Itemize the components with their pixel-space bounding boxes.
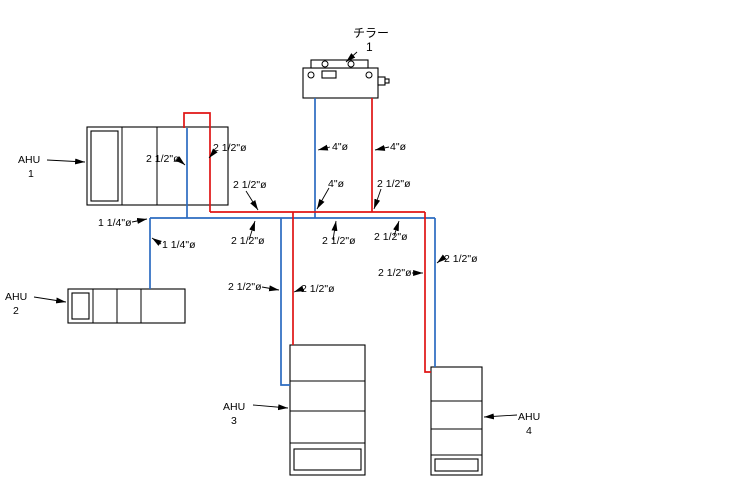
pipe-size-label: 2 1/2"ø xyxy=(444,253,478,265)
chiller-number: 1 xyxy=(366,40,373,54)
pipe-size-label: 2 1/2"ø xyxy=(378,267,412,279)
pipe-label-leader-12 xyxy=(436,254,447,264)
pipe-label-leader-8 xyxy=(151,237,162,246)
ahu-4-body xyxy=(430,366,483,476)
pipe-size-label: 2 1/2"ø xyxy=(322,235,356,247)
chiller-port-left xyxy=(307,71,315,79)
pipe-size-labels: 2 1/2"ø 2 1/2"ø 2 1/2"ø 4"ø 4"ø 4"ø 2 1/… xyxy=(98,141,478,295)
ahu-1-number: 1 xyxy=(28,168,34,180)
ahu-2-label: AHU xyxy=(5,291,27,303)
chiller-label: チラー xyxy=(353,26,389,40)
supply-pipe-ahu4 xyxy=(424,212,431,373)
equipment-labels: チラー 1 AHU 1 AHU 2 AHU 3 AHU 4 xyxy=(5,26,540,437)
chiller-body xyxy=(302,67,379,99)
leader-lines xyxy=(33,51,518,420)
ahu-2-leader xyxy=(33,296,67,304)
pipe-size-label: 4"ø xyxy=(328,178,345,190)
pipe-size-label: 2 1/2"ø xyxy=(146,153,180,165)
pipe-size-label: 2 1/2"ø xyxy=(301,283,335,295)
supply-piping xyxy=(183,98,431,373)
chiller-top-housing xyxy=(310,59,369,69)
pipe-label-leader-7 xyxy=(131,218,148,224)
ahu-4-leader xyxy=(483,413,518,420)
ahu-2-unit xyxy=(67,288,186,324)
ahu-4-number: 4 xyxy=(526,425,532,437)
ahu-2-coil-section xyxy=(71,292,90,320)
ahu-4-coil-section xyxy=(434,458,479,472)
ahu-4-unit xyxy=(430,366,483,476)
pipe-size-label: 1 1/4"ø xyxy=(98,217,132,229)
pipe-label-leader-14 xyxy=(261,285,280,292)
return-pipe-ahu3 xyxy=(280,218,290,386)
pipe-label-leader-3 xyxy=(317,144,331,151)
pipe-label-leader-0 xyxy=(175,156,186,166)
ahu-3-leader xyxy=(252,404,289,411)
chiller-leader xyxy=(345,51,358,63)
pipe-size-label: 4"ø xyxy=(332,141,349,153)
chiller-fan-1 xyxy=(321,60,329,68)
ahu-1-leader xyxy=(46,158,86,165)
ahu-3-unit xyxy=(289,344,366,476)
pipe-size-label: 4"ø xyxy=(390,141,407,153)
chiller-panel xyxy=(321,70,337,79)
pipe-size-label: 2 1/2"ø xyxy=(231,235,265,247)
ahu-4-label: AHU xyxy=(518,411,540,423)
chiller-fan-2 xyxy=(347,60,355,68)
pipe-size-label: 2 1/2"ø xyxy=(233,179,267,191)
pipe-label-leader-4 xyxy=(374,145,390,151)
chiller-port-right xyxy=(365,71,373,79)
chiller-side-tab xyxy=(377,76,386,86)
pipe-label-leader-6 xyxy=(373,188,382,210)
pipe-label-leader-10 xyxy=(331,220,338,241)
ahu-1-coil-section xyxy=(90,130,119,202)
pipe-label-leader-11 xyxy=(393,220,400,237)
ahu-3-coil-section xyxy=(293,448,362,471)
pipe-label-leader-5 xyxy=(316,187,330,210)
pipe-label-leader-2 xyxy=(245,190,259,211)
ahu-3-label: AHU xyxy=(223,401,245,413)
pipe-label-leader-15 xyxy=(293,285,305,293)
pipe-size-label: 2 1/2"ø xyxy=(377,178,411,190)
ahu-3-number: 3 xyxy=(231,415,237,427)
ahu-1-label: AHU xyxy=(18,154,40,166)
pipe-size-label: 2 1/2"ø xyxy=(228,281,262,293)
pipe-size-label: 1 1/4"ø xyxy=(162,239,196,251)
ahu-1-unit xyxy=(86,126,229,206)
pipe-label-leader-9 xyxy=(248,220,256,241)
chiller-unit xyxy=(302,59,390,99)
pipe-size-label: 2 1/2"ø xyxy=(213,142,247,154)
pipe-label-leader-1 xyxy=(208,148,218,159)
supply-pipe-ahu1 xyxy=(183,112,211,212)
chiller-side-fitting xyxy=(384,78,390,84)
pipe-size-label: 2 1/2"ø xyxy=(374,231,408,243)
ahu-2-number: 2 xyxy=(13,305,19,317)
